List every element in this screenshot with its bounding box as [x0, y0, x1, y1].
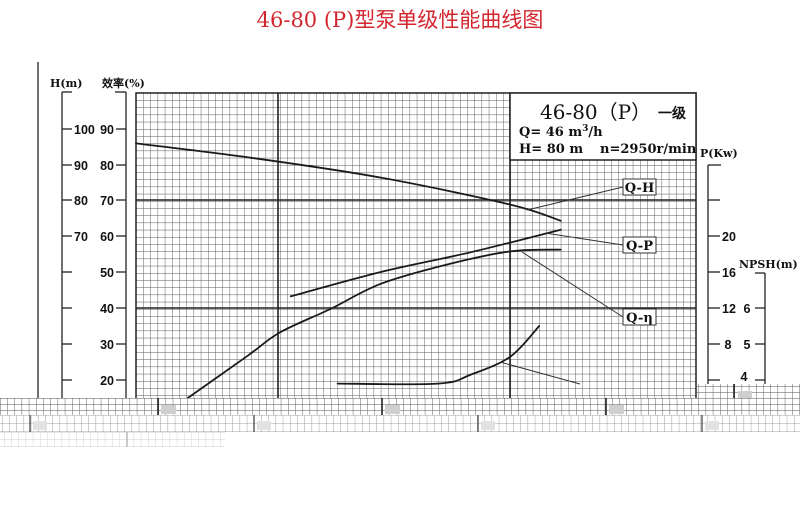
- efficiency-tick-label: 80: [100, 159, 114, 173]
- efficiency-axis-title: 效率(%): [102, 76, 145, 90]
- label-q-efficiency: Q-η: [626, 311, 653, 326]
- curves: [135, 142, 562, 400]
- power-tick-label: 20: [722, 230, 736, 244]
- npsh-tick-label: 4: [741, 370, 748, 384]
- rated-flow: Q= 46 m3/h: [519, 124, 603, 140]
- npsh-axis-title: NPSH(m): [739, 258, 798, 271]
- glitch-grid-strips: [0, 384, 800, 447]
- npsh-axis-ticks: [755, 272, 765, 381]
- power-axis-title: P(Kw): [700, 147, 738, 160]
- efficiency-tick-label: 70: [100, 194, 114, 208]
- power-tick-label: 16: [722, 266, 736, 280]
- power-tick-label: 8: [725, 338, 732, 352]
- efficiency-tick-label: 90: [100, 123, 114, 137]
- label-box-q-h: [622, 178, 657, 196]
- efficiency-tick-label: 60: [100, 230, 114, 244]
- npsh-tick-label: 5: [744, 338, 751, 352]
- label-box-q-p: [622, 236, 657, 254]
- label-box-q-efficiency: [622, 308, 657, 326]
- efficiency-tick-label: 50: [100, 266, 114, 280]
- curve-q-p: [289, 228, 562, 298]
- curve-q-efficiency: [185, 248, 562, 400]
- power-axis-ticks: [708, 164, 721, 381]
- efficiency-axis-ticks: [116, 128, 126, 381]
- chart-title: 46-80 (P)型泵单级性能曲线图: [257, 8, 544, 32]
- leader-npsh: [499, 361, 581, 385]
- leader-q-p: [544, 232, 624, 246]
- head-tick-label: 70: [74, 230, 88, 244]
- leader-q-h: [526, 186, 624, 211]
- efficiency-tick-label: 40: [100, 302, 114, 316]
- curve-labels: Q-H Q-P Q-η: [499, 178, 657, 385]
- leader-q-efficiency: [521, 251, 624, 318]
- rated-speed: n=2950r/min: [600, 142, 697, 157]
- head-tick-label: 100: [74, 123, 95, 137]
- head-axis-title: H(m): [50, 77, 82, 90]
- label-q-h: Q-H: [625, 181, 654, 196]
- head-axis-ticks: [62, 128, 72, 381]
- curve-q-h: [135, 142, 562, 222]
- pump-stage: 一级: [658, 105, 687, 122]
- efficiency-tick-label: 20: [100, 374, 114, 388]
- head-tick-label: 80: [74, 194, 88, 208]
- efficiency-tick-label: 30: [100, 338, 114, 352]
- head-tick-label: 90: [74, 159, 88, 173]
- rated-head: H= 80 m: [519, 142, 583, 157]
- pump-info-box: 46-80（P） 一级 Q= 46 m3/h H= 80 m n=2950r/m…: [509, 92, 697, 161]
- power-tick-label: 12: [722, 302, 736, 316]
- right-axes: P(Kw) 20 16 12 8 NPSH(m) 6 5 4: [700, 147, 798, 398]
- left-axes: H(m) 效率(%) 100 90 80 70: [37, 62, 145, 398]
- npsh-tick-label: 6: [744, 302, 751, 316]
- curve-npsh: [336, 325, 541, 386]
- pump-model: 46-80（P）: [540, 100, 651, 124]
- label-q-p: Q-P: [626, 239, 653, 254]
